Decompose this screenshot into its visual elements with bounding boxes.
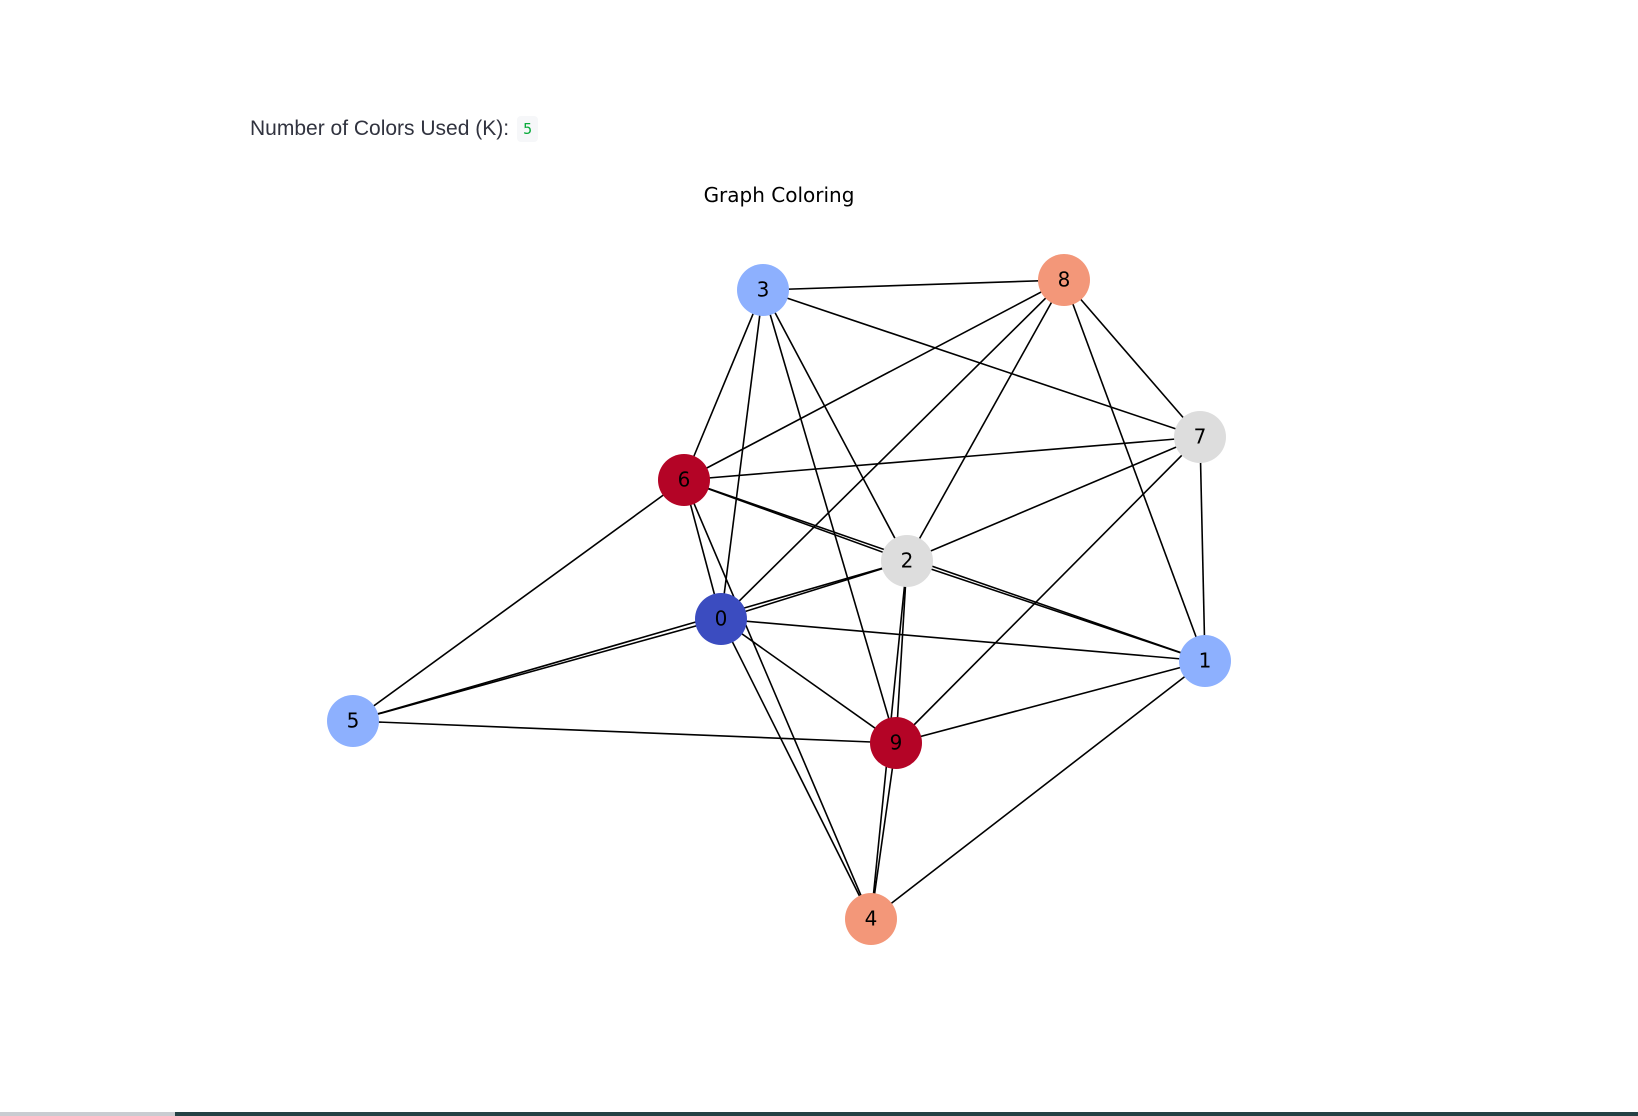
node-label-9: 9 xyxy=(890,731,903,755)
node-8: 8 xyxy=(1038,254,1090,306)
edge-2-5 xyxy=(352,560,908,722)
node-5: 5 xyxy=(327,695,379,747)
edge-6-4 xyxy=(683,479,872,920)
node-label-8: 8 xyxy=(1058,268,1071,292)
node-4: 4 xyxy=(845,893,897,945)
node-circle-9 xyxy=(870,717,922,769)
node-6: 6 xyxy=(658,454,710,506)
edge-7-1 xyxy=(1199,436,1206,662)
edge-0-9 xyxy=(720,618,897,744)
edge-9-4 xyxy=(870,742,897,920)
node-circle-0 xyxy=(695,593,747,645)
node-3: 3 xyxy=(737,264,789,316)
node-label-0: 0 xyxy=(715,607,728,631)
scrollbar-track xyxy=(0,1112,175,1116)
node-1: 1 xyxy=(1179,635,1231,687)
edge-3-2 xyxy=(762,289,908,562)
colors-used-line: Number of Colors Used (K): 5 xyxy=(250,116,539,142)
graph-title: Graph Coloring xyxy=(703,183,855,207)
node-label-2: 2 xyxy=(901,549,914,573)
edges-layer xyxy=(352,279,1206,920)
node-0: 0 xyxy=(695,593,747,645)
edge-7-9 xyxy=(895,436,1201,744)
colors-used-label: Number of Colors Used (K): xyxy=(250,117,510,140)
node-label-1: 1 xyxy=(1199,649,1212,673)
edge-0-1 xyxy=(720,618,1206,662)
edge-3-9 xyxy=(762,289,897,744)
edge-3-0 xyxy=(720,289,764,620)
bottom-scrollbar[interactable] xyxy=(0,1112,1638,1116)
edge-3-8 xyxy=(762,279,1065,291)
node-7: 7 xyxy=(1174,411,1226,463)
edge-2-1 xyxy=(906,560,1206,662)
edge-0-4 xyxy=(720,618,872,920)
colors-used-value: 5 xyxy=(517,116,539,142)
scrollbar-thumb[interactable] xyxy=(175,1112,1638,1116)
edge-8-2 xyxy=(906,279,1065,562)
node-label-3: 3 xyxy=(757,278,770,302)
edge-2-9 xyxy=(895,560,908,744)
node-circle-8 xyxy=(1038,254,1090,306)
node-circle-5 xyxy=(327,695,379,747)
edge-6-1 xyxy=(683,479,1206,662)
edge-0-5 xyxy=(352,618,722,722)
node-9: 9 xyxy=(870,717,922,769)
node-2: 2 xyxy=(881,535,933,587)
node-circle-7 xyxy=(1174,411,1226,463)
edge-5-9 xyxy=(352,720,897,744)
node-label-5: 5 xyxy=(347,709,360,733)
node-circle-3 xyxy=(737,264,789,316)
edge-7-6 xyxy=(683,436,1201,481)
edge-3-6 xyxy=(683,289,764,481)
node-label-4: 4 xyxy=(865,907,878,931)
nodes-layer: 0 1 2 3 4 5 6 7 8 9 xyxy=(327,254,1231,945)
edge-8-6 xyxy=(683,279,1065,481)
edge-8-0 xyxy=(720,279,1065,620)
edge-6-5 xyxy=(352,479,685,722)
node-label-6: 6 xyxy=(678,468,691,492)
node-circle-1 xyxy=(1179,635,1231,687)
node-circle-4 xyxy=(845,893,897,945)
node-circle-6 xyxy=(658,454,710,506)
node-label-7: 7 xyxy=(1194,425,1207,449)
edge-8-1 xyxy=(1063,279,1206,662)
edge-9-1 xyxy=(895,660,1206,744)
edge-7-2 xyxy=(906,436,1201,562)
edge-8-7 xyxy=(1063,279,1201,438)
edge-3-7 xyxy=(762,289,1201,438)
node-circle-2 xyxy=(881,535,933,587)
edge-4-1 xyxy=(870,660,1206,920)
